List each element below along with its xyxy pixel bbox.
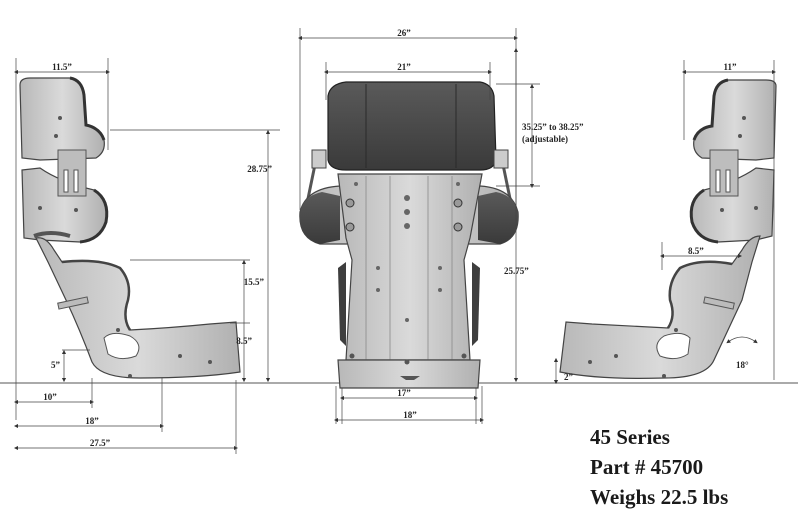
dim-floor-offset: 2” [564, 372, 574, 382]
dim-shoulder-width: 21” [397, 62, 411, 72]
dim-back-depth: 10” [43, 392, 57, 402]
dim-recline-angle: 18° [736, 360, 749, 370]
dim-side-width: 11.5” [52, 62, 72, 72]
dim-recline-depth: 8.5” [688, 246, 704, 256]
part-number: Part # 45700 [590, 455, 704, 479]
dim-seat-height: 15.5” [244, 277, 265, 287]
dim-outer-bottom-width: 18” [403, 410, 417, 420]
left-side-view [19, 76, 241, 379]
weight-label: Weighs 22.5 lbs [590, 485, 729, 509]
right-dimensions [553, 60, 777, 385]
dim-back-width: 26” [397, 28, 411, 38]
dim-front-height: 8.5” [236, 336, 252, 346]
dim-back-height: 25.75” [504, 266, 529, 276]
front-dimensions [297, 28, 540, 424]
dim-seat-depth: 18” [85, 416, 99, 426]
dim-right-width: 11” [723, 62, 737, 72]
dim-total-depth: 27.5” [90, 438, 111, 448]
right-side-view [559, 78, 777, 379]
left-dimensions [13, 58, 280, 454]
front-view [299, 81, 519, 389]
dim-bottom-rise: 5” [51, 360, 61, 370]
dim-side-height: 28.75” [247, 164, 272, 174]
dim-shoulder-height: 35.25” to 38.25” [522, 122, 584, 132]
dim-adjustable: (adjustable) [522, 134, 568, 144]
dim-bottom-width: 17” [397, 388, 411, 398]
series-title: 45 Series [590, 425, 670, 449]
